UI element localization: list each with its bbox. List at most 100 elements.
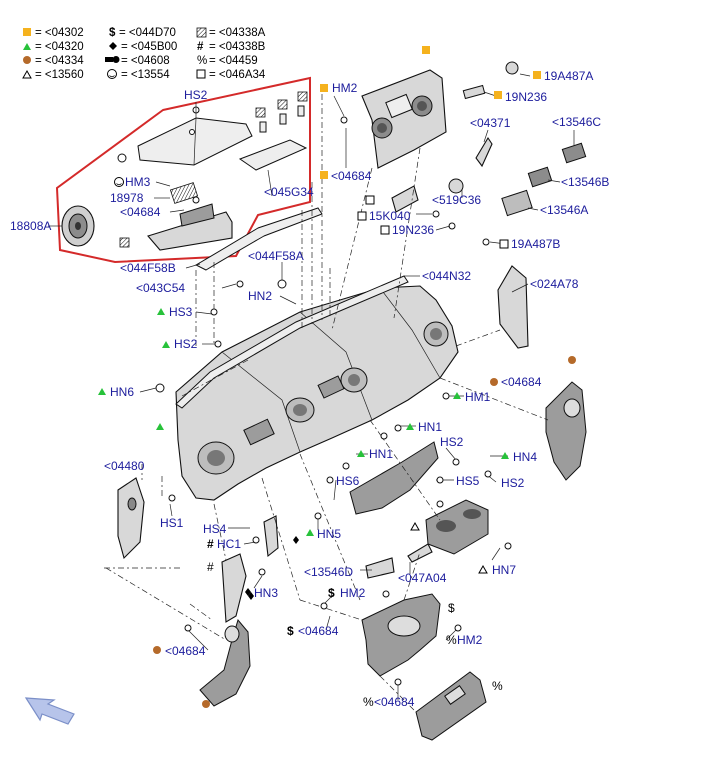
top-trim-strip xyxy=(175,275,409,409)
defroster-duct-strip xyxy=(194,207,323,271)
label-024a78: <024A78 xyxy=(530,277,579,291)
triangle-open-icon xyxy=(478,564,488,574)
bracket-047a04 xyxy=(407,543,433,563)
label-hs6: HS6 xyxy=(336,474,360,488)
triangle-green-icon xyxy=(157,308,165,315)
woofer-speaker xyxy=(61,205,95,247)
label-hs2: HS2 xyxy=(501,476,525,490)
label-hs2: HS2 xyxy=(440,435,464,449)
label-hs5: HS5 xyxy=(456,474,480,488)
speaker-grille-tray xyxy=(238,139,308,171)
end-panel-024a78 xyxy=(497,265,529,349)
air-vent-13546a xyxy=(501,189,533,217)
label-519c36: <519C36 xyxy=(432,193,481,207)
legend-text: = <04338B xyxy=(209,41,266,53)
speaker-bracket xyxy=(119,203,233,251)
air-vent-13546b xyxy=(527,166,553,188)
label-04371: <04371 xyxy=(470,116,511,130)
label-hs2: HS2 xyxy=(174,337,198,351)
label-04684: <04684 xyxy=(298,624,339,638)
right-vent-bezel xyxy=(545,381,587,481)
triangle-green-icon xyxy=(453,392,461,399)
legend-text: = <04302 xyxy=(35,27,84,39)
label-hs2: HS2 xyxy=(184,88,208,102)
svg-text:$: $ xyxy=(328,586,335,600)
legend-text: = <04334 xyxy=(35,55,84,67)
legend: = <04302 $ = <044D70 = <04338A = <04320 … xyxy=(22,27,266,81)
left-lower-bracket xyxy=(221,553,247,623)
legend-text: = <045B00 xyxy=(121,41,177,53)
square-orange-icon xyxy=(533,71,541,79)
hash-icon: # xyxy=(207,560,214,574)
label-043c54: <043C54 xyxy=(136,281,185,295)
triangle-green-icon xyxy=(501,452,509,459)
legend-diamond-icon xyxy=(109,42,117,50)
label-18978: 18978 xyxy=(110,191,144,205)
square-orange-icon xyxy=(422,46,430,54)
center-bezel-assembly xyxy=(361,69,447,169)
legend-text: = <13560 xyxy=(35,69,84,81)
percent-icon: % xyxy=(492,679,503,693)
label-hm2: HM2 xyxy=(457,633,483,647)
speaker-unit xyxy=(169,182,199,204)
triangle-green-icon xyxy=(406,423,414,430)
fastener-icons xyxy=(155,279,512,686)
label-hn3: HN3 xyxy=(254,586,278,600)
triangle-green-icon xyxy=(156,423,164,430)
callout-small-hatch-pieces xyxy=(117,91,308,204)
label-19n236: 19N236 xyxy=(392,223,434,237)
legend-text: = <04459 xyxy=(209,55,258,67)
label-047a04: <047A04 xyxy=(398,571,447,585)
legend-text: = <04338A xyxy=(209,27,266,39)
legend-text: = <044D70 xyxy=(119,27,176,39)
label-hn1: HN1 xyxy=(418,420,442,434)
vent-13546d xyxy=(365,557,395,579)
label-04684: <04684 xyxy=(374,695,415,709)
label-04684: <04684 xyxy=(331,169,372,183)
label-hn7: HN7 xyxy=(492,563,516,577)
bracket-hc1 xyxy=(263,515,279,558)
circle-brown-icon xyxy=(202,700,210,708)
square-open-icon xyxy=(380,225,390,235)
circle-brown-icon xyxy=(153,646,161,654)
label-hn6: HN6 xyxy=(110,385,134,399)
diamond-icon xyxy=(293,536,299,544)
square-orange-icon xyxy=(320,84,328,92)
label-hn1: HN1 xyxy=(369,447,393,461)
triangle-green-icon xyxy=(98,388,106,395)
legend-hash-icon: # xyxy=(197,41,204,53)
square-open-icon xyxy=(499,239,509,249)
label-hm2: HM2 xyxy=(332,81,358,95)
label-13546d: <13546D xyxy=(304,565,353,579)
label-hm3: HM3 xyxy=(125,175,151,189)
small-fasteners-top xyxy=(340,116,490,246)
square-open-icon xyxy=(357,211,367,221)
label-hm2: HM2 xyxy=(340,586,366,600)
label-044n32: <044N32 xyxy=(422,269,471,283)
cup-holder xyxy=(425,499,489,555)
speaker-trim-panel xyxy=(137,117,253,166)
legend-hatch-icon xyxy=(196,27,207,38)
label-prefix-glyphs: $ $ % % # xyxy=(207,537,457,709)
callout-frame xyxy=(55,76,311,264)
nav-arrow-icon[interactable] xyxy=(24,697,75,725)
label-19a487a: 19A487A xyxy=(544,69,593,83)
vent-19n236 xyxy=(462,84,486,100)
bracket-04371 xyxy=(475,136,493,168)
air-vent-13546c xyxy=(561,142,587,164)
legend-triangle-open-icon xyxy=(22,69,32,79)
label-hs4: HS4 xyxy=(203,522,227,536)
circle-brown-icon xyxy=(490,378,498,386)
label-18808a: 18808A xyxy=(10,219,51,233)
legend-smiley-icon xyxy=(107,69,117,79)
triangle-green-icon xyxy=(306,529,314,536)
square-orange-icon xyxy=(494,91,502,99)
legend-square-open-icon xyxy=(196,69,206,79)
label-13546a: <13546A xyxy=(540,203,588,217)
label-hs3: HS3 xyxy=(169,305,193,319)
left-end-panel-04480 xyxy=(117,477,145,560)
legend-text: = <04320 xyxy=(35,41,84,53)
label-hm1: HM1 xyxy=(465,390,491,404)
triangle-green-icon xyxy=(357,450,365,457)
legend-square-orange-icon xyxy=(23,28,31,36)
